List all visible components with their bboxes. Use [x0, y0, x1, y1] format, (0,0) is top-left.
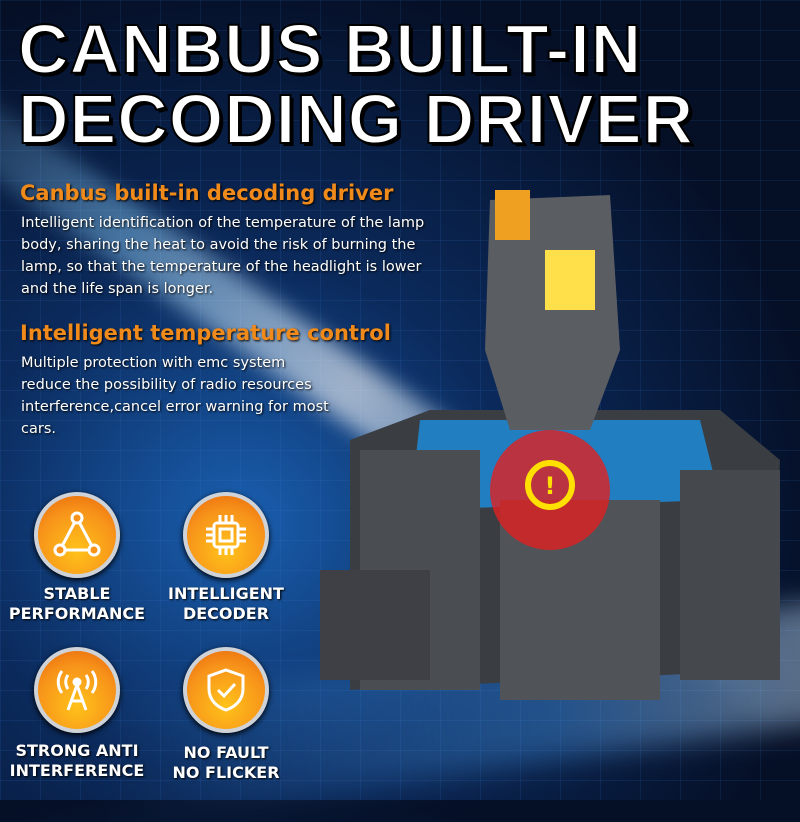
triangle-nodes-icon — [53, 511, 101, 557]
body-line: Intelligent identification of the temper… — [21, 215, 425, 231]
section-body: Intelligent identification of the temper… — [21, 212, 424, 300]
svg-text:!: ! — [545, 472, 556, 500]
stable-performance-badge — [34, 492, 120, 578]
body-line: Multiple protection with emc system — [21, 355, 286, 371]
body-line: lamp, so that the temperature of the hea… — [21, 259, 422, 275]
body-line: cars. — [21, 421, 56, 437]
title-line-2: DECODING DRIVER — [17, 80, 695, 158]
antenna-icon — [56, 670, 98, 711]
intelligent-decoder-badge — [183, 492, 269, 578]
body-line: body, sharing the heat to avoid the risk… — [21, 237, 416, 253]
warning-circle — [490, 430, 610, 550]
no-fault-badge — [183, 647, 269, 733]
led-bulb-product: ! — [320, 190, 780, 700]
body-line: reduce the possibility of radio resource… — [21, 377, 312, 393]
shield-check-icon — [207, 668, 245, 712]
section-heading: Intelligent temperature control — [20, 321, 391, 345]
body-line: and the life span is longer. — [21, 281, 214, 297]
warning-light-icon — [525, 460, 575, 510]
title-line-1: CANBUS BUILT-IN — [17, 10, 643, 88]
body-line: interference,cancel error warning for mo… — [21, 399, 329, 415]
section-heading: Canbus built-in decoding driver — [20, 181, 394, 205]
section-body: Multiple protection with emc system redu… — [21, 352, 329, 440]
chip-icon — [206, 515, 246, 555]
strong-anti-interference-badge — [34, 647, 120, 733]
